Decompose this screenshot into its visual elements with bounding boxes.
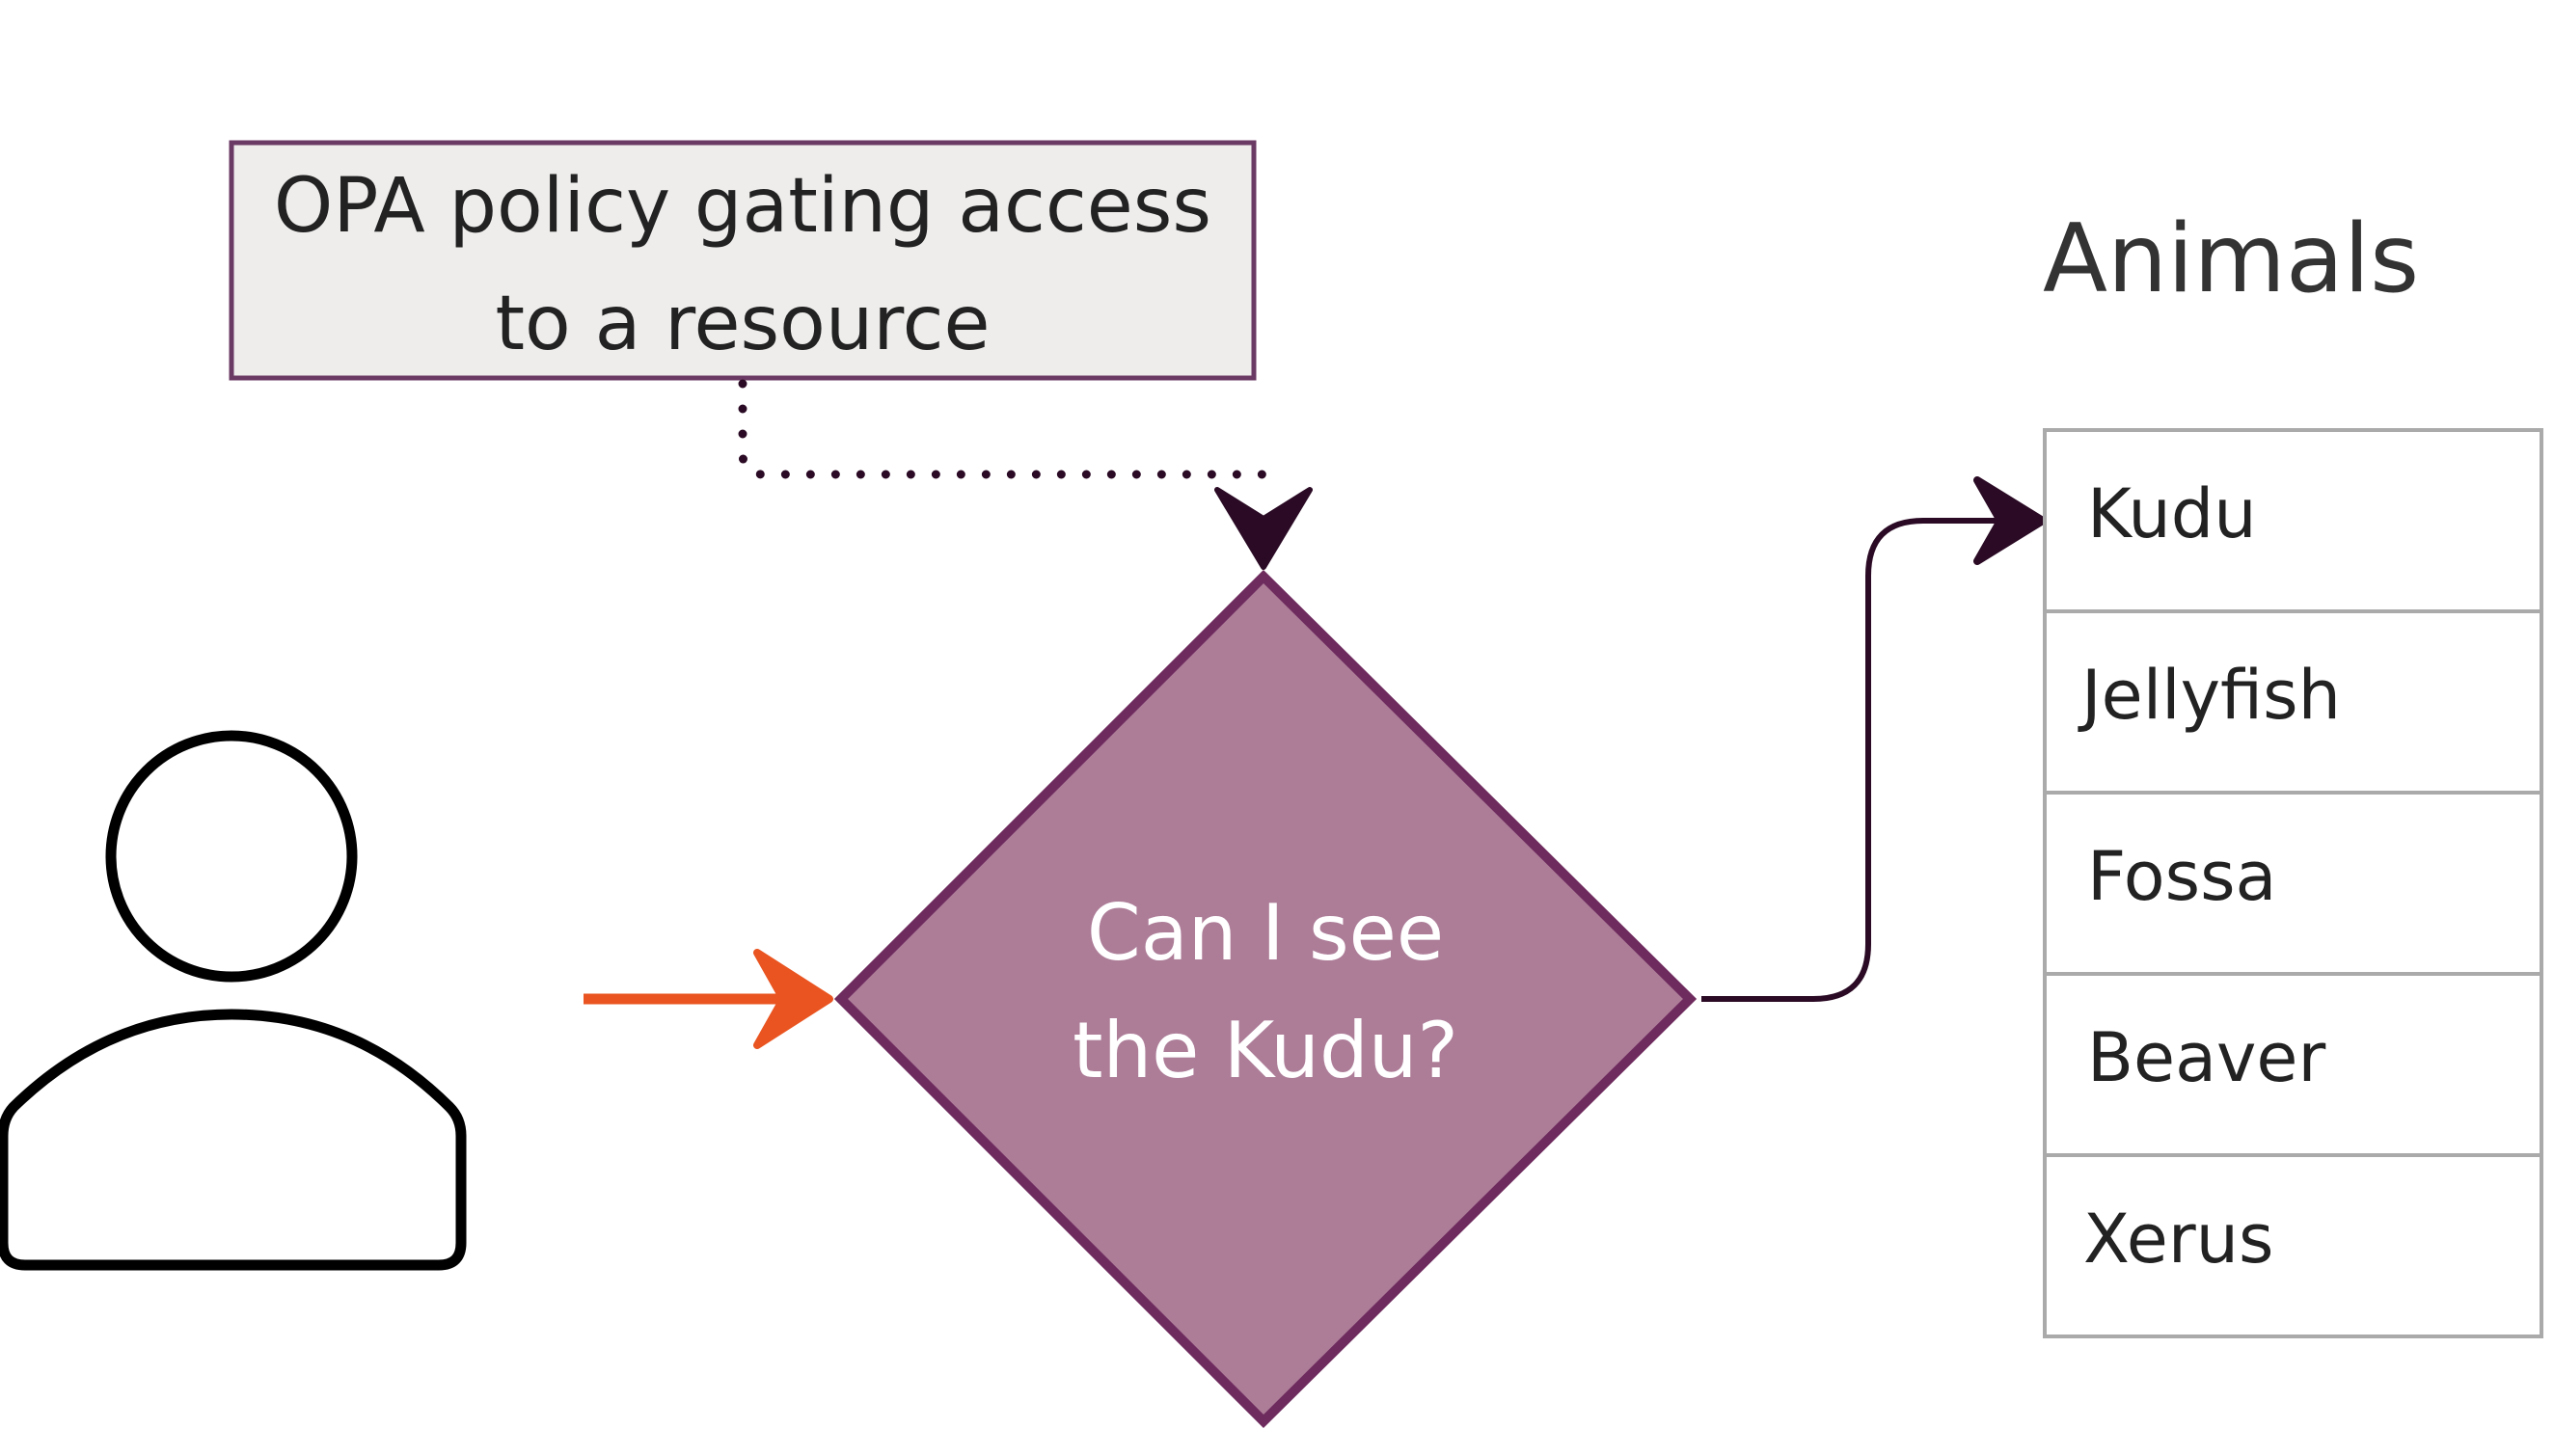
animal-name: Xerus [2083, 1200, 2274, 1279]
decision-to-kudu-arrow [1701, 476, 2047, 1002]
user-head [105, 730, 358, 983]
animals-panel: Animals Kudu Jellyfish Fossa Beaver Xeru… [2043, 204, 2543, 1338]
animal-name: Kudu [2087, 474, 2257, 553]
animal-row [2043, 972, 2543, 1157]
policy-box-line2: to a resource [495, 281, 990, 367]
decision-line2: the Kudu? [1073, 1006, 1458, 1095]
policy-connector [738, 379, 1313, 570]
policy-box-frame [229, 140, 1257, 381]
animal-row [2043, 791, 2543, 976]
decision-diamond-shape [833, 569, 1698, 1429]
orange-arrowhead-icon [753, 949, 833, 1049]
user-to-decision-arrow [584, 949, 833, 1049]
policy-box-line1: OPA policy gating access [274, 163, 1211, 250]
policy-dotted-line [738, 379, 1268, 499]
kudu-connector-line [1701, 518, 2006, 1002]
user-icon [0, 730, 467, 1271]
animals-title: Animals [2043, 204, 2419, 314]
kudu-arrowhead-icon [1973, 476, 2047, 565]
animal-row [2043, 609, 2543, 795]
policy-arrowhead-icon [1214, 487, 1313, 570]
decision-diamond: Can I see the Kudu? [833, 569, 1698, 1429]
decision-line1: Can I see [1087, 888, 1444, 978]
animal-row [2043, 1153, 2543, 1338]
animal-name: Beaver [2087, 1018, 2325, 1097]
policy-box: OPA policy gating access to a resource [229, 140, 1257, 381]
user-body [0, 1009, 467, 1271]
animal-name: Fossa [2087, 837, 2276, 916]
animal-name: Jellyfish [2078, 656, 2341, 735]
